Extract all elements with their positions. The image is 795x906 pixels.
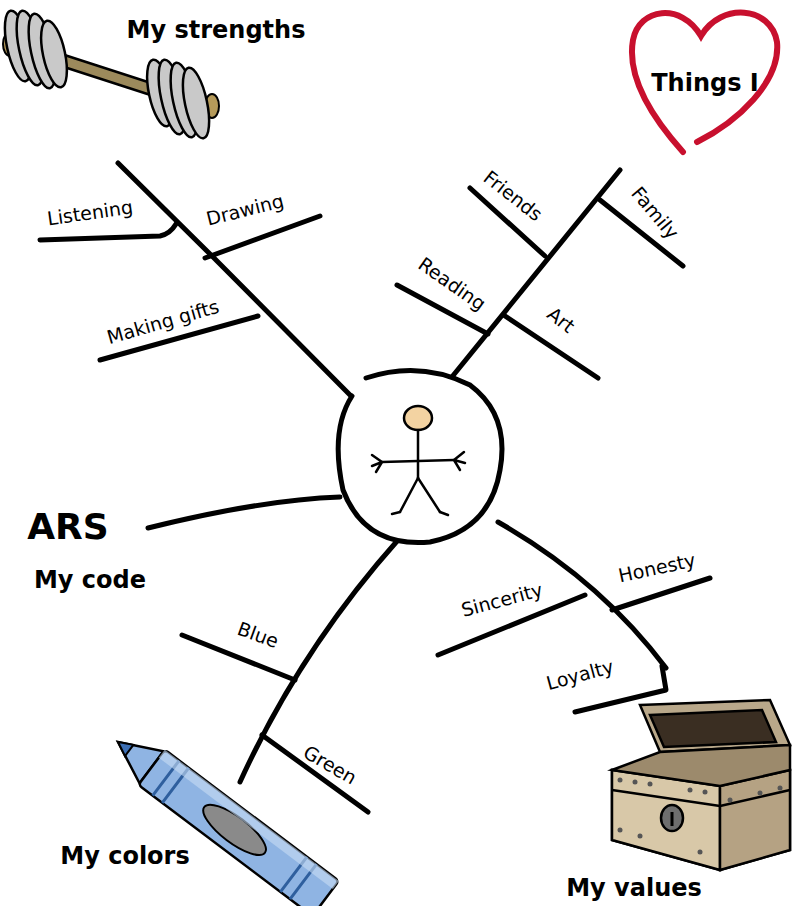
crayon-icon: [159, 750, 339, 889]
treasure-chest-icon: [638, 834, 643, 839]
treasure-chest-icon: [612, 790, 720, 806]
node-text: Things I: [651, 71, 759, 95]
branch-lines: [182, 635, 295, 680]
treasure-chest-icon: [648, 782, 653, 787]
treasure-chest-icon: [612, 745, 790, 786]
stick-figure: [372, 406, 465, 515]
crayon-icon: [153, 761, 317, 900]
treasure-chest-icon: [688, 788, 693, 793]
branch-item: Drawing: [204, 191, 285, 229]
stick-figure: [417, 430, 420, 478]
branch-item: Listening: [46, 198, 134, 229]
treasure-chest-icon: [720, 790, 790, 806]
branch-item: Loyalty: [544, 657, 615, 693]
treasure-chest-icon: [612, 770, 720, 870]
treasure-chest-icon: [778, 786, 783, 791]
branch-lines: [240, 540, 398, 782]
treasure-chest-icon: [640, 700, 790, 752]
branch-item: Sincerity: [459, 580, 544, 620]
branch-lines: [262, 735, 368, 812]
stick-figure: [404, 406, 432, 430]
branch-item: Blue: [235, 619, 281, 651]
dumbbell-icon: [36, 18, 72, 89]
branch-title: My strengths: [127, 18, 306, 42]
branch-title: My values: [566, 876, 702, 900]
center-circle: [338, 370, 502, 542]
branch-lines: [118, 163, 355, 400]
branch-item: Making gifts: [105, 297, 221, 347]
treasure-chest-icon: [618, 778, 623, 783]
code-text: ARS: [27, 509, 109, 545]
treasure-chest-icon: [650, 710, 776, 747]
center-circle: [338, 370, 502, 542]
crayon-icon: [138, 750, 339, 906]
treasure-chest-icon: [618, 778, 783, 855]
branch-item: Honesty: [617, 551, 697, 586]
stick-figure: [372, 455, 382, 472]
treasure-chest-icon: [703, 790, 708, 795]
treasure-chest-icon: [728, 798, 733, 803]
heart-node: Things I: [625, 0, 785, 165]
branch-lines: [40, 163, 710, 812]
branch-item: Friends: [480, 167, 546, 224]
treasure-chest-icon: [618, 828, 623, 833]
treasure-chest-icon: [698, 850, 703, 855]
treasure-chest-icon: [612, 700, 790, 870]
treasure-chest-icon: [720, 770, 790, 870]
treasure-chest-icon: [758, 791, 763, 796]
branch-item: Art: [544, 304, 578, 336]
branch-item: Green: [300, 742, 359, 787]
stick-figure: [382, 460, 454, 462]
dumbbell-icon: [55, 58, 160, 92]
branch-lines: [148, 497, 340, 528]
treasure-chest-icon: [671, 812, 674, 826]
treasure-chest-icon: [661, 805, 683, 831]
stick-figure: [392, 512, 448, 515]
dumbbell-icon: [178, 65, 214, 140]
treasure-chest-icon: [633, 780, 638, 785]
branch-item: Reading: [415, 254, 489, 314]
branch-title: My code: [34, 568, 146, 592]
branch-title: My colors: [60, 844, 189, 868]
stick-figure: [400, 478, 418, 512]
heart-outline: [632, 13, 777, 152]
crayon-icon: [114, 736, 134, 756]
dumbbell-icon: [55, 58, 160, 92]
stick-figure: [454, 452, 465, 470]
branch-item: Family: [628, 183, 682, 242]
stick-figure: [418, 478, 440, 512]
